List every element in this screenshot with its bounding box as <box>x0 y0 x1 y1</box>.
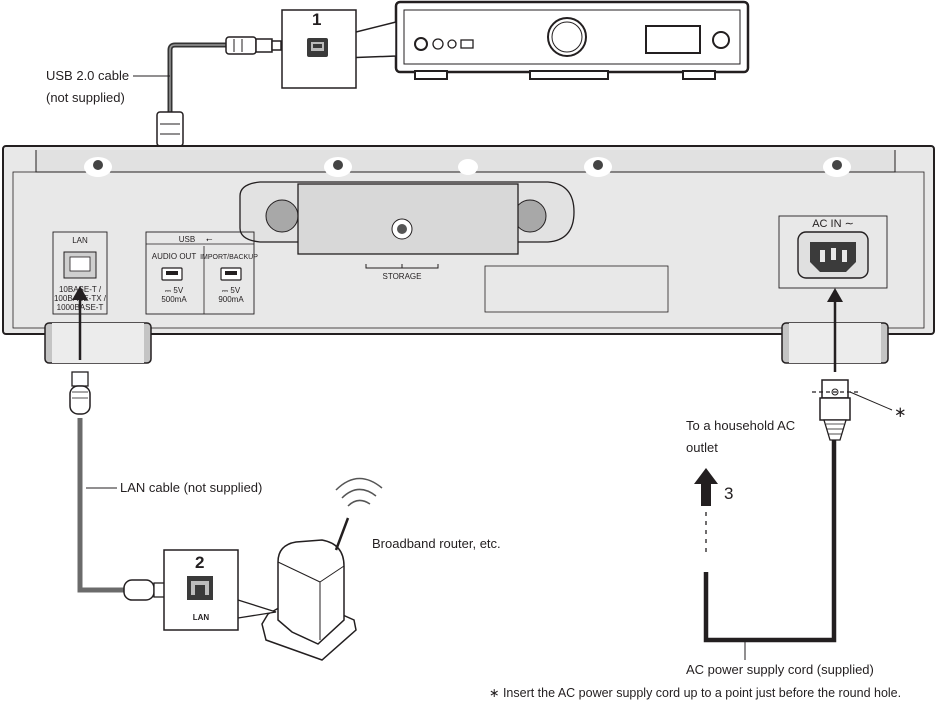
ac-in-label: AC IN ∼ <box>812 218 854 230</box>
usb-cable-label-line-2: (not supplied) <box>46 90 125 105</box>
usb-port-group: ⭠ <box>145 231 255 315</box>
usb-b-plug-icon <box>225 36 282 55</box>
arrow-lan-connect <box>72 286 88 360</box>
ac-power-cord <box>703 379 893 660</box>
import-backup-spec-2: 900mA <box>218 295 244 304</box>
asterisk-marker: ∗ <box>894 404 907 421</box>
main-unit-rear-panel: ⭠ <box>2 145 935 364</box>
lan-cable <box>69 371 169 601</box>
lan-spec-line-1: 10BASE-T / <box>59 285 102 294</box>
wifi-signal-icon <box>335 477 383 507</box>
svg-text:⭠: ⭠ <box>206 235 213 244</box>
callout-box-router-lan <box>163 549 277 631</box>
ac-plug-icon <box>812 379 860 441</box>
usb-cable-label-line-1: USB 2.0 cable <box>46 68 130 83</box>
lan-cable-label: LAN cable (not supplied) <box>120 480 263 495</box>
import-backup-spec-1: ⎓ 5V <box>222 286 241 295</box>
usb-b-port-icon <box>307 38 328 57</box>
step-number-2: 2 <box>195 553 205 572</box>
lan-plug-icon-router <box>123 579 169 601</box>
audio-out-spec-2: 500mA <box>161 295 187 304</box>
arrow-step-3 <box>694 468 718 506</box>
router-device <box>261 477 383 661</box>
storage-label: STORAGE <box>383 272 422 281</box>
router-label: Broadband router, etc. <box>372 536 501 551</box>
lan-spec-line-3: 1000BASE-T <box>57 303 104 312</box>
usb-panel-title: USB <box>179 235 195 244</box>
label-area <box>484 265 669 313</box>
callout-box-usb-b <box>281 9 397 89</box>
ac-outlet-label-line-1: To a household AC <box>686 418 796 433</box>
ac-outlet-label-line-2: outlet <box>686 440 718 455</box>
ac-cord-label: AC power supply cord (supplied) <box>686 662 874 677</box>
feet <box>44 322 889 364</box>
ac-inlet-group <box>778 215 888 289</box>
router-lan-port-icon <box>187 576 213 600</box>
lan-spec-line-2: 100BASE-TX / <box>54 294 107 303</box>
import-backup-label: IMPORT/BACKUP <box>200 254 258 261</box>
lan-plug-icon-main <box>69 371 91 415</box>
amplifier-device <box>394 0 750 80</box>
step-number-1: 1 <box>312 10 322 29</box>
footnote: ∗ Insert the AC power supply cord up to … <box>489 686 902 700</box>
router-lan-jack-label: LAN <box>193 613 210 622</box>
step-number-3: 3 <box>724 484 734 503</box>
audio-out-label: AUDIO OUT <box>152 252 197 261</box>
screw-heads <box>84 157 851 177</box>
panel-labels: LAN 10BASE-T / 100BASE-TX / 1000BASE-T U… <box>54 218 854 622</box>
arrow-ac-connect <box>827 288 843 372</box>
lan-panel-title: LAN <box>72 236 88 245</box>
storage-bay <box>239 181 575 269</box>
audio-out-spec-1: ⎓ 5V <box>165 286 184 295</box>
